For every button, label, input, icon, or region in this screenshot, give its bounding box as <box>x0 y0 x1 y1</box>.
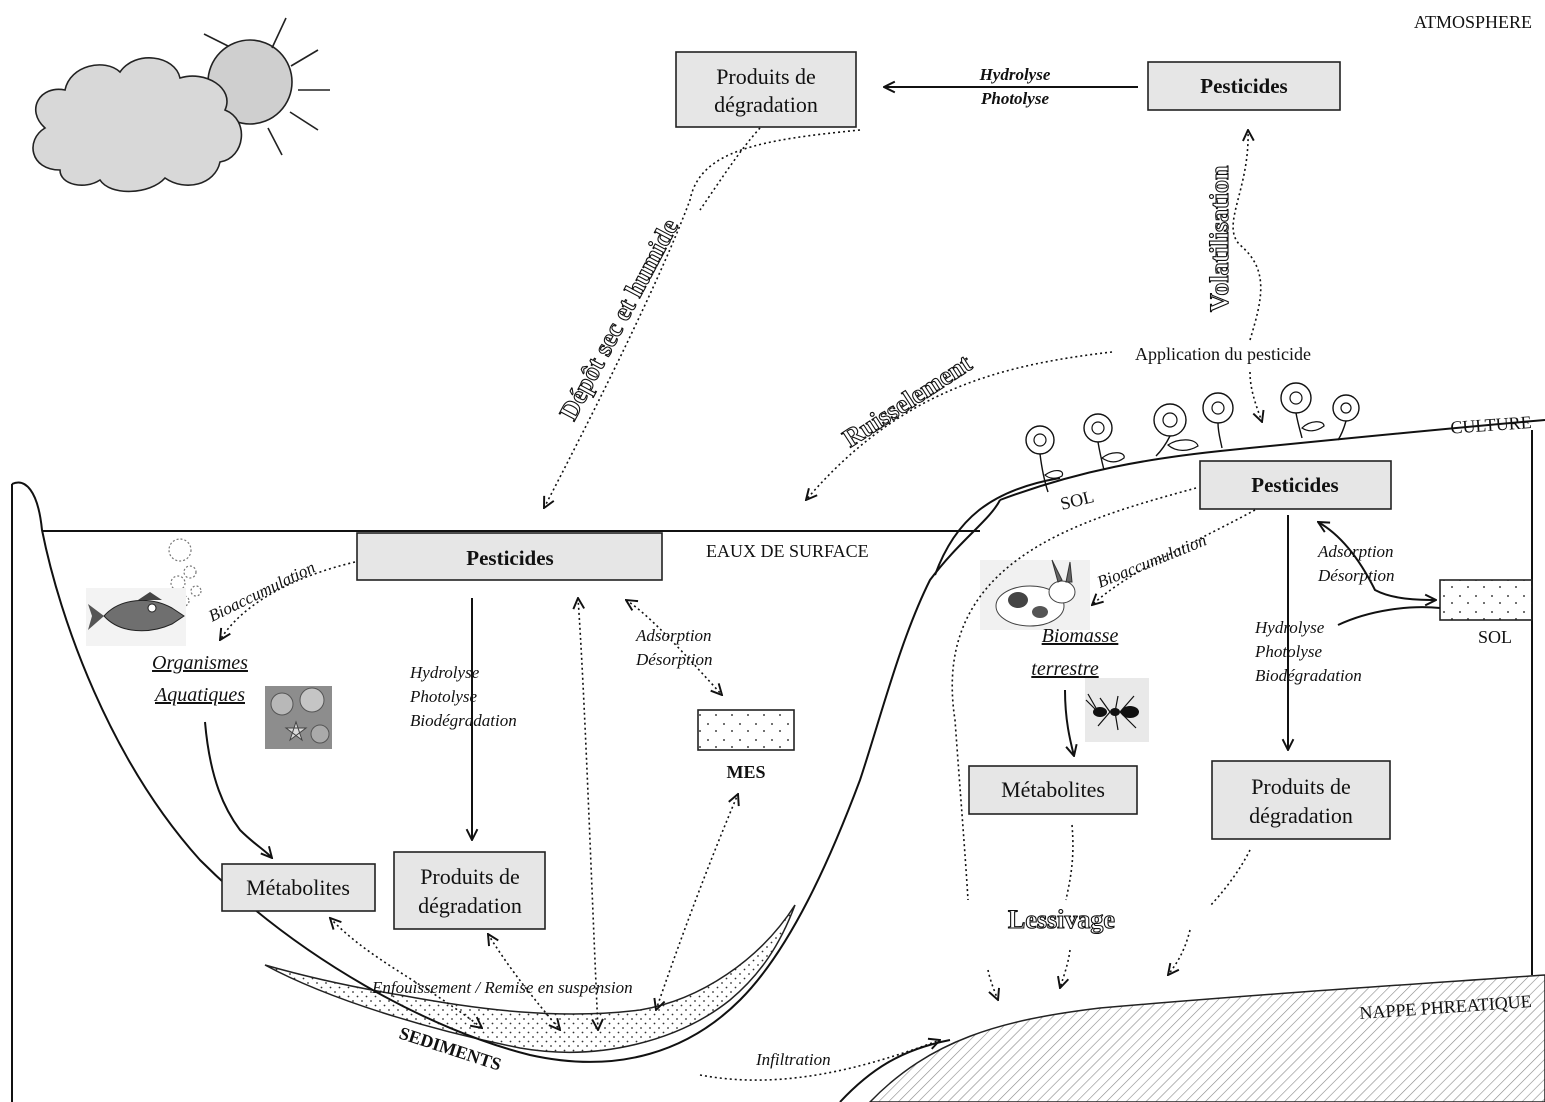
soil-pesticides-box <box>1199 460 1392 510</box>
water-degradation-products-label-2: dégradation <box>418 893 522 918</box>
arrow-soil-adsorption-return <box>1337 606 1441 626</box>
water-pesticides-box <box>356 532 663 581</box>
water-desorption-label: Désorption <box>635 650 713 669</box>
arrow-water-mes <box>626 600 722 695</box>
atm-degradation-products-label-1: Produits de <box>716 64 816 89</box>
soil-particles-label: SOL <box>1478 627 1512 647</box>
arrow-infiltration <box>699 1040 940 1081</box>
shells-icon <box>265 686 332 749</box>
arrow-sediment-degradation <box>488 934 560 1030</box>
volatilisation-label: Volatilisation <box>1205 165 1234 312</box>
leaching-label: Lessivage <box>1008 905 1115 934</box>
water-pesticides-label: Pesticides <box>466 546 553 570</box>
arrow-soil-adsorption <box>1318 522 1436 600</box>
soil-pesticides-label: Pesticides <box>1251 473 1338 497</box>
water-metabolites-label: Métabolites <box>246 875 350 900</box>
water-photolyse-label: Photolyse <box>409 687 477 706</box>
water-degradation-products-label-1: Produits de <box>420 864 520 889</box>
atm-degradation-products-label-2: dégradation <box>714 92 818 117</box>
aquatic-organisms-label-2: Aquatiques <box>153 684 245 706</box>
sun-icon <box>203 17 330 156</box>
atm-hydrolyse-label: Hydrolyse <box>979 65 1051 84</box>
aquatic-bioaccumulation-label: Bioaccumulation <box>205 558 318 626</box>
soil-hydrolyse-label: Hydrolyse <box>1254 618 1325 637</box>
arrow-leaching-degradation <box>1209 849 1251 907</box>
terrestrial-biomass-label-1: Biomasse <box>1042 625 1119 647</box>
atm-photolyse-label: Photolyse <box>980 89 1049 108</box>
bubbles-icon <box>168 538 202 607</box>
water-hydrolyse-label: Hydrolyse <box>409 663 480 682</box>
arrow-leaching-right <box>1168 929 1191 975</box>
water-biodegradation-label: Biodégradation <box>410 711 517 730</box>
soil-degradation-products-label-1: Produits de <box>1251 774 1351 799</box>
atm-pesticides-label: Pesticides <box>1200 74 1287 98</box>
culture-label: CULTURE <box>1450 412 1533 438</box>
infiltration-label: Infiltration <box>755 1050 831 1069</box>
sol-top-label: SOL <box>1058 486 1096 514</box>
arrow-leaching-metabolites <box>1060 824 1074 988</box>
rabbit-icon <box>980 559 1090 630</box>
mes-label: MES <box>726 762 765 782</box>
soil-degradation-products-label-2: dégradation <box>1249 803 1353 828</box>
arrow-sediment-mes <box>656 794 738 1010</box>
atmosphere-label: ATMOSPHERE <box>1414 12 1532 32</box>
soil-metabolites-label: Métabolites <box>1001 777 1105 802</box>
arrow-application-crops <box>1249 371 1262 422</box>
deposition-label: Dépôt sec et humide <box>554 214 684 425</box>
atm-pesticides-box <box>1147 61 1341 111</box>
arrow-deposition <box>544 127 861 508</box>
arrow-volatilisation <box>1232 130 1262 341</box>
water-adsorption-label: Adsorption <box>635 626 712 645</box>
arrow-sediment-metabolites <box>330 918 482 1028</box>
soil-desorption-label: Désorption <box>1317 566 1395 585</box>
arrow-runoff <box>806 351 1113 500</box>
mes-box <box>697 709 795 751</box>
terrestrial-bioaccumulation-label: Bioaccumulation <box>1094 531 1209 592</box>
aquatic-organisms-label-1: Organismes <box>152 652 248 674</box>
surface-water-label: EAUX DE SURFACE <box>706 541 869 561</box>
water-degradation-products-box <box>393 851 546 930</box>
soil-surface <box>999 419 1545 501</box>
arrows <box>204 87 1441 1081</box>
terrestrial-biomass-label-2: terrestre <box>1031 658 1099 680</box>
burial-resuspension-label: Enfouissement / Remise en suspension <box>371 978 633 997</box>
arrow-organisms-metabolites <box>204 721 272 858</box>
soil-particles-box <box>1439 579 1533 621</box>
groundwater-layer <box>868 974 1545 1102</box>
arrow-leaching-1 <box>987 969 998 1000</box>
lake-basin <box>11 481 1001 1063</box>
soil-metabolites-box <box>968 765 1138 815</box>
soil-hill-curve <box>934 477 1061 576</box>
flower-icon <box>1025 382 1360 493</box>
cloud-icon <box>32 57 243 193</box>
runoff-label: Ruisselement <box>837 348 977 453</box>
water-metabolites-box <box>221 863 376 912</box>
atm-degradation-products-box <box>675 51 857 128</box>
arrow-biomass-metabolites <box>1064 689 1074 756</box>
application-label: Application du pesticide <box>1135 344 1311 364</box>
fish-icon <box>86 588 186 646</box>
soil-degradation-products-box <box>1211 760 1391 840</box>
soil-biodegradation-label: Biodégradation <box>1255 666 1362 685</box>
arrow-sediment-water <box>578 598 598 1030</box>
ant-icon <box>1085 678 1149 742</box>
